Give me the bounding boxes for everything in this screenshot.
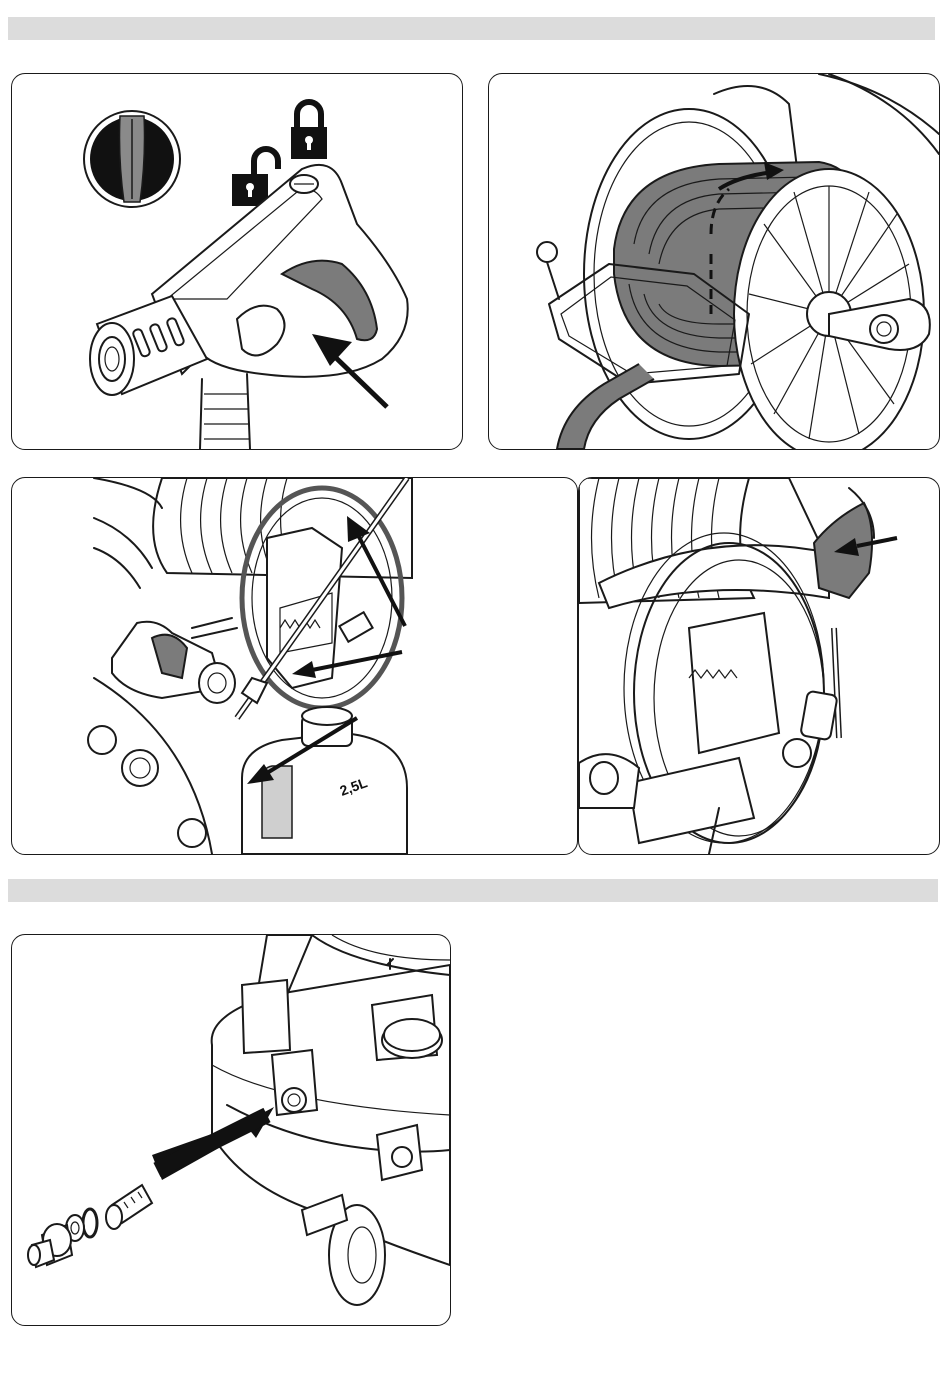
section-header-band-top [8, 17, 935, 40]
panel-gun-and-accessories-stored: 2,5L [11, 477, 578, 855]
panel-water-inlet-filter [11, 934, 451, 1326]
panel-trigger-lock [11, 73, 463, 450]
lock-detail-inset [84, 111, 180, 207]
hose-connector [28, 1224, 72, 1267]
inlet-filter [106, 1185, 152, 1229]
locked-padlock-icon [291, 102, 327, 159]
inlet-port [272, 1050, 317, 1115]
panel-hose-reel-wound [488, 73, 940, 450]
section-header-band-middle [8, 879, 938, 902]
spray-gun [112, 618, 237, 703]
panel-power-cable-hook [578, 477, 940, 855]
